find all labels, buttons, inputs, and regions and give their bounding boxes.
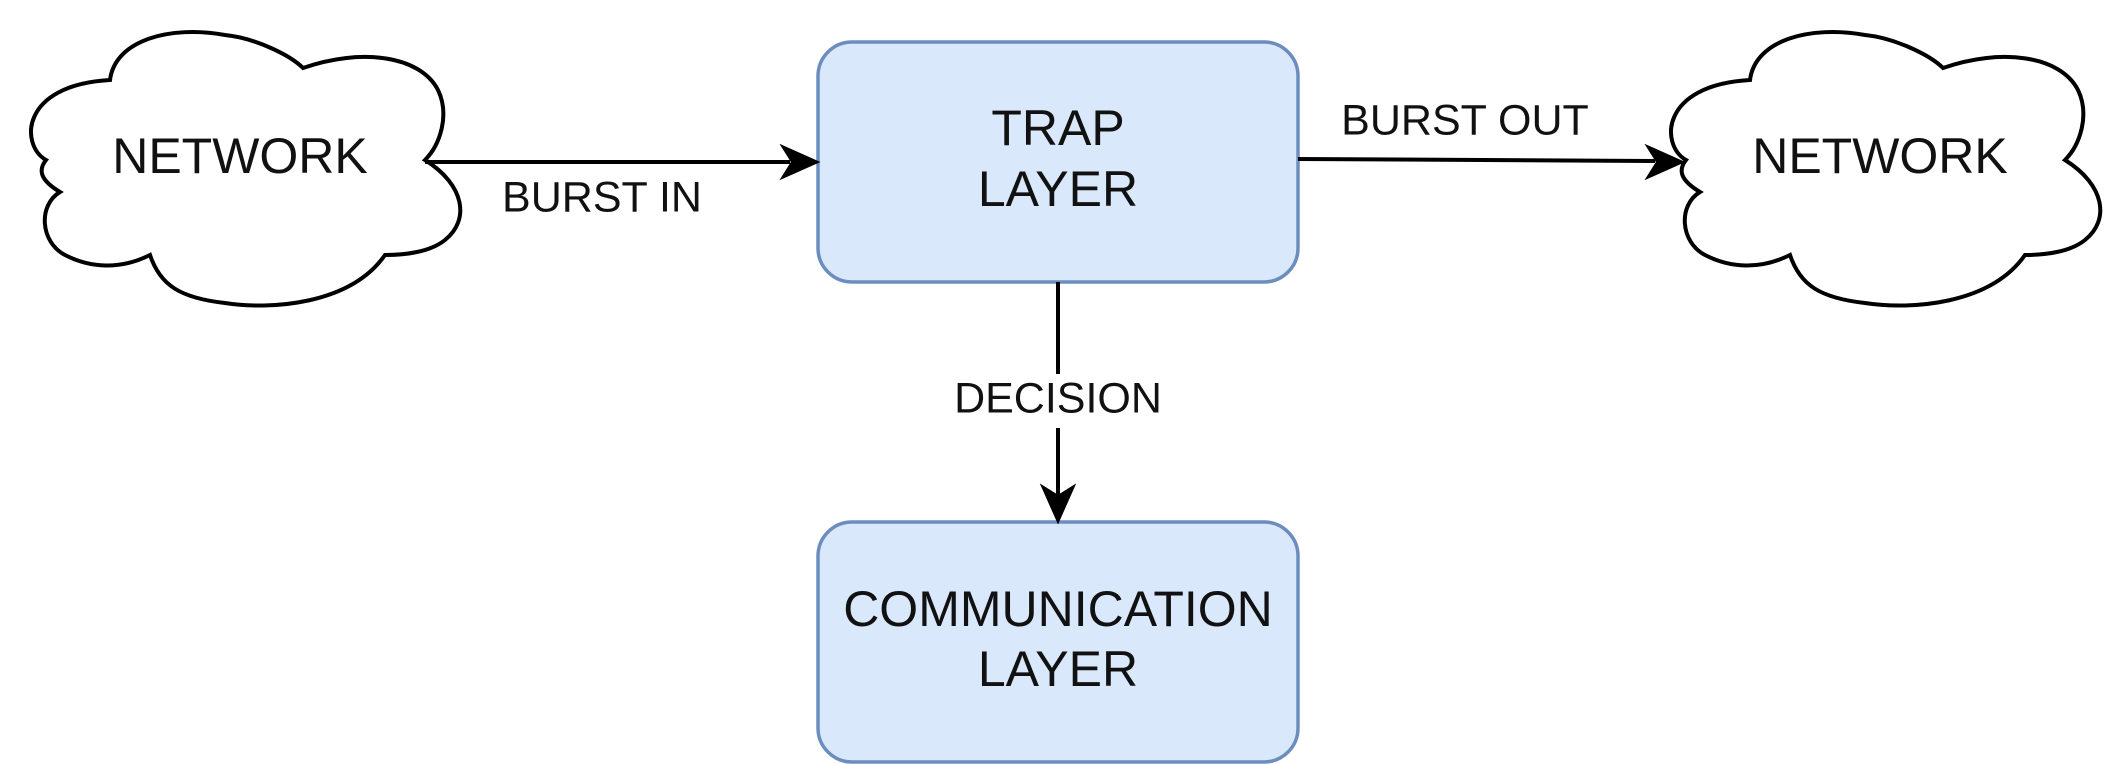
- burst-in-label: BURST IN: [502, 173, 702, 221]
- network-right-cloud: [1669, 30, 2103, 308]
- network-right-label: NETWORK: [1752, 128, 2008, 184]
- network-left-node: NETWORK: [29, 30, 463, 308]
- communication-layer-node: COMMUNICATION LAYER: [816, 520, 1300, 764]
- communication-layer-label-line1: COMMUNICATION: [843, 581, 1273, 637]
- trap-layer-label-line2: LAYER: [978, 161, 1138, 217]
- communication-layer-label-line2: LAYER: [978, 641, 1138, 697]
- trap-layer-node: TRAP LAYER: [816, 40, 1300, 284]
- network-right-node: NETWORK: [1669, 30, 2103, 308]
- burst-in-arrowhead: [779, 143, 821, 181]
- network-left-cloud: [29, 30, 463, 308]
- burst-out-edge: BURST OUT: [1297, 96, 1686, 181]
- decision-edge: DECISION: [954, 282, 1162, 525]
- decision-label: DECISION: [954, 374, 1162, 422]
- burst-out-line: [1297, 157, 1656, 163]
- burst-out-label: BURST OUT: [1341, 96, 1589, 144]
- decision-arrowhead: [1039, 483, 1077, 525]
- trap-layer-label-line1: TRAP: [991, 100, 1124, 156]
- network-left-label: NETWORK: [112, 128, 368, 184]
- burst-in-edge: BURST IN: [425, 143, 821, 221]
- burst-out-arrowhead: [1644, 143, 1686, 181]
